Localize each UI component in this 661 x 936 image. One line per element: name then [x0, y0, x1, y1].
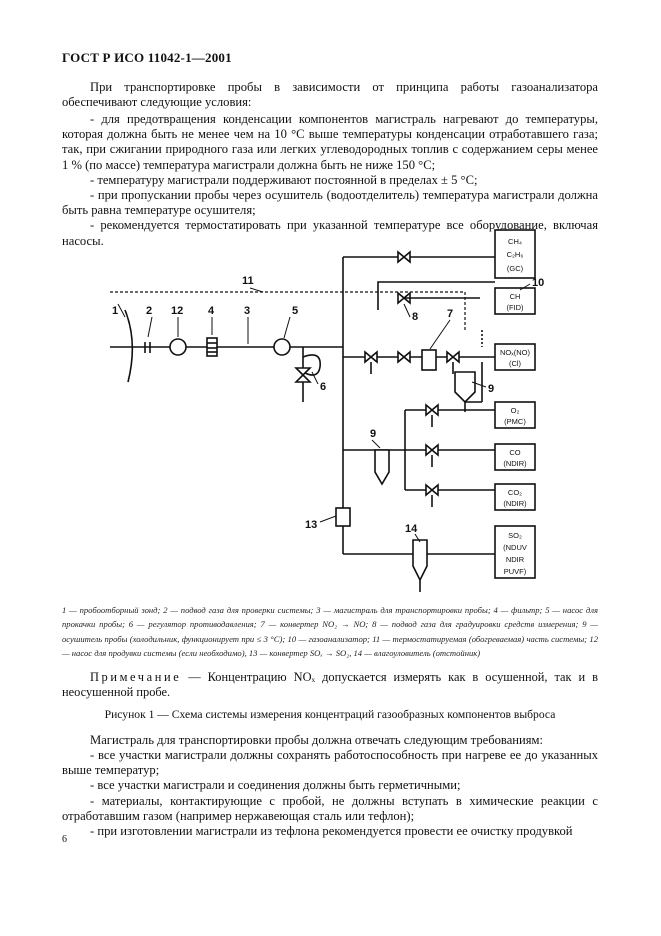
requirement-item: - материалы, контактирующие с пробой, не…: [62, 793, 598, 823]
analyzer-gc: [494, 229, 536, 279]
analyzer-so2: [494, 525, 536, 579]
note-text: — Концентрацию NOₓ допускается измерять …: [62, 670, 598, 700]
cl-line-2: (Cl): [509, 359, 522, 368]
condition-item: - для предотвращения конденсации компоне…: [62, 112, 598, 172]
label-10: 10: [532, 277, 544, 289]
label-13: 13: [305, 519, 317, 531]
label-5: 5: [292, 305, 298, 317]
label-9-lower: 9: [370, 428, 376, 440]
condition-item: - температуру магистрали поддерживают по…: [90, 172, 478, 187]
analyzer-fid: [494, 287, 536, 315]
note-heading: Примечание: [90, 670, 182, 684]
thermostatted-boundary: [110, 291, 466, 332]
label-14: 14: [405, 523, 418, 535]
page-number: 6: [62, 834, 67, 845]
intro-paragraph: При транспортировке пробы в зависимости …: [62, 80, 598, 110]
pump-12-icon: [169, 338, 187, 356]
analyzer-co2: [494, 483, 536, 511]
requirements-list: - все участки магистрали должны сохранят…: [62, 748, 598, 839]
regulator-icon: [302, 354, 321, 376]
so2-line-4: PUVF): [504, 567, 527, 576]
label-9-upper: 9: [488, 383, 494, 395]
moisture-trap-icon: [412, 539, 428, 582]
label-1: 1: [112, 305, 118, 317]
label-6: 6: [320, 381, 326, 393]
label-8: 8: [412, 311, 418, 323]
so2-line-1: SO₂: [508, 531, 522, 540]
probe-wall: [124, 309, 134, 383]
pump-5-icon: [273, 338, 291, 356]
sampling-system-diagram: 1 2 12 4 3 5 6 11 8 7 10 9 9 13 14 CH₄ C…: [110, 229, 544, 592]
figure-caption: Рисунок 1 — Схема системы измерения конц…: [104, 708, 556, 721]
converter-13-icon: [335, 507, 351, 527]
analyzer-cl: [494, 343, 536, 371]
cl-line-1: NOₓ(NO): [500, 348, 530, 357]
dryer-icon-lower: [374, 449, 390, 486]
co-line-1: CO: [509, 448, 520, 457]
condition-item: - рекомендуется термостатировать при ука…: [62, 218, 598, 248]
pmc-line-1: O₂: [511, 406, 520, 415]
gc-line-1: CH₄: [508, 237, 522, 246]
label-2: 2: [146, 305, 152, 317]
figure-legend: 1 — пробоотборный зонд; 2 — подвод газа …: [62, 605, 598, 658]
requirements-intro: Магистраль для транспортировки пробы дол…: [90, 733, 544, 747]
valve-6-icon: [294, 367, 312, 383]
page-header: ГОСТ Р ИСО 11042-1—2001: [62, 50, 232, 65]
co-line-2: (NDIR): [503, 459, 527, 468]
filter-icon: [206, 337, 218, 357]
label-3: 3: [244, 305, 250, 317]
converter-icon: [421, 349, 437, 371]
label-11: 11: [242, 275, 254, 287]
fid-line-1: CH: [510, 292, 521, 301]
gc-line-2: C₂H₆: [507, 250, 524, 259]
analyzer-co: [494, 443, 536, 471]
dryer-icon: [454, 371, 476, 404]
co2-line-2: (NDIR): [503, 499, 527, 508]
label-4: 4: [208, 305, 215, 317]
condition-item: - при пропускании пробы через осушитель …: [62, 188, 598, 218]
fid-line-2: (FID): [506, 303, 524, 312]
requirement-item: - все участки магистрали должны сохранят…: [62, 748, 598, 778]
requirement-item: - все участки магистрали и соединения до…: [90, 778, 461, 793]
requirement-item: - при изготовлении магистрали из тефлона…: [90, 824, 573, 839]
so2-line-3: NDIR: [506, 555, 525, 564]
so2-line-2: (NDUV: [503, 543, 527, 552]
co2-line-1: CO₂: [508, 488, 522, 497]
note: Примечание — Концентрацию NOₓ допускаетс…: [62, 670, 598, 701]
analyzer-pmc: [494, 401, 536, 429]
label-12: 12: [171, 305, 183, 317]
gc-line-3: (GC): [507, 264, 524, 273]
label-7: 7: [447, 308, 453, 320]
pmc-line-2: (PMC): [504, 417, 526, 426]
conditions-list: - для предотвращения конденсации компоне…: [62, 112, 598, 249]
